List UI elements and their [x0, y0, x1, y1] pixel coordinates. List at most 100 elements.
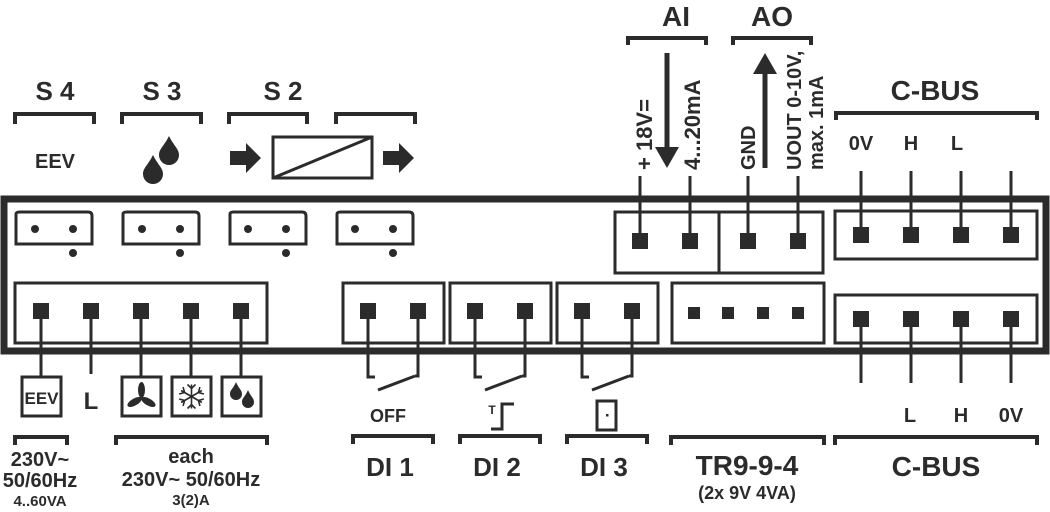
aiao-terminal-pin[interactable]	[740, 233, 756, 249]
di1-symbol-off: OFF	[370, 406, 406, 426]
arrow-down-icon	[655, 53, 679, 168]
cbus-bottom-terminal-pin[interactable]	[1003, 311, 1019, 327]
s2-bracket	[227, 112, 309, 124]
di-switch-fixed-contact	[473, 311, 482, 379]
cbus-bottom-pin-h: H	[954, 405, 968, 427]
di2-terminal-block[interactable]	[448, 281, 553, 345]
relay-terminal-pin[interactable]	[83, 303, 99, 319]
di1-bracket	[351, 434, 435, 444]
cbus-bottom-terminal-pin[interactable]	[903, 311, 919, 327]
s3-label: S 3	[142, 76, 181, 106]
cbus-bottom-terminal-pin[interactable]	[953, 311, 969, 327]
s1-bracket	[334, 112, 417, 124]
transformer-label: TR9-9-4	[696, 450, 799, 481]
cbus-bottom-label: C-BUS	[892, 451, 981, 482]
cbus-top-terminal-pin[interactable]	[953, 227, 969, 243]
door-icon	[595, 399, 618, 432]
eev-rating-frequency: 50/60Hz	[3, 470, 78, 492]
humidifier-output-icon	[220, 375, 263, 418]
relay-terminal-pin[interactable]	[33, 303, 49, 319]
di-switch-fixed-contact	[580, 311, 589, 379]
di-pins	[360, 303, 640, 319]
cbus-bottom-terminal-block[interactable]	[833, 293, 1039, 345]
ao-pin-label-max: max. 1mA	[806, 76, 828, 171]
ao-pin-label-gnd: GND	[738, 126, 760, 170]
di-switch-wire	[629, 311, 634, 378]
ao-pin-label-uout: UOUT 0-10V,	[784, 51, 806, 170]
each-rating-label: each	[168, 446, 214, 468]
di3-terminal-block[interactable]	[555, 281, 660, 345]
transformer-terminal-pin[interactable]	[792, 307, 804, 319]
cbus-top-terminal-block[interactable]	[833, 209, 1039, 261]
aiao-pins	[632, 176, 806, 249]
relay-terminal-pin[interactable]	[133, 303, 149, 319]
snowflake-icon	[170, 375, 213, 418]
flow-arrow-box-icon	[230, 135, 414, 180]
di-switch-wire	[415, 311, 420, 378]
relay-terminal-pin[interactable]	[183, 303, 199, 319]
sensor-connector-s1[interactable]	[335, 210, 415, 257]
di1-label: DI 1	[366, 452, 414, 482]
each-rating-voltage: 230V~ 50/60Hz	[122, 469, 260, 491]
line-output-label: L	[84, 388, 99, 415]
di-switch-fixed-contact	[366, 311, 375, 379]
aiao-terminal-pin[interactable]	[682, 233, 698, 249]
transformer-terminal-pin[interactable]	[757, 307, 769, 319]
each-rating-current: 3(2)A	[172, 492, 210, 509]
cbus-bottom-bracket	[833, 435, 1039, 445]
cbus-top-bracket	[834, 111, 1039, 120]
di2-bracket	[458, 434, 542, 444]
cbus-pins	[853, 171, 1019, 383]
transformer-terminal-pin[interactable]	[688, 307, 700, 319]
ai-terminal-block[interactable]	[613, 210, 721, 275]
s3-bracket	[120, 112, 203, 124]
aiao-terminal-pin[interactable]	[790, 233, 806, 249]
eev-rating-bracket	[13, 435, 69, 445]
ai-bracket	[626, 36, 708, 45]
ai-label: AI	[662, 1, 690, 32]
sensor-connector-s3[interactable]	[121, 210, 201, 257]
di-switch-wire	[522, 311, 527, 378]
s2-label: S 2	[263, 76, 302, 106]
eev-sensor-label: EEV	[35, 151, 76, 173]
s4-bracket	[13, 112, 96, 124]
cbus-bottom-terminal-pin[interactable]	[853, 311, 869, 327]
sensor-connector-s2[interactable]	[228, 210, 308, 257]
svg-text:T: T	[488, 403, 496, 417]
cbus-top-pin-0v: 0V	[849, 133, 874, 155]
di-switches	[366, 311, 634, 392]
cbus-top-terminal-pin[interactable]	[903, 227, 919, 243]
eev-output-label: EEV	[24, 389, 59, 408]
ai-pin-label-18v: + 18V=	[632, 99, 657, 170]
tr-bracket	[669, 435, 826, 445]
eev-rating-power: 4..60VA	[13, 493, 66, 510]
each-rating-bracket	[114, 435, 269, 445]
cbus-top-pin-h: H	[904, 133, 918, 155]
aiao-terminal-pin[interactable]	[632, 233, 648, 249]
di1-terminal-block[interactable]	[341, 281, 446, 345]
ao-label: AO	[751, 1, 793, 32]
transformer-terminal-pin[interactable]	[722, 307, 734, 319]
cbus-bottom-pin-0v: 0V	[999, 405, 1024, 427]
di-switch-blade	[377, 374, 416, 392]
relay-terminal-pin[interactable]	[233, 303, 249, 319]
sensor-connector-s4[interactable]	[14, 210, 94, 257]
pulse-step-icon: T	[488, 402, 514, 431]
cbus-top-pin-l: L	[951, 133, 963, 155]
ao-terminal-block[interactable]	[717, 210, 825, 275]
transformer-terminal-block[interactable]	[670, 281, 826, 345]
tr-pins	[688, 307, 804, 319]
relay-pins	[33, 303, 249, 377]
di-switch-blade	[484, 374, 523, 392]
cbus-top-terminal-pin[interactable]	[1003, 227, 1019, 243]
arrow-up-icon	[753, 53, 777, 168]
eev-output-box	[20, 375, 63, 418]
cbus-top-label: C-BUS	[891, 75, 980, 106]
ao-bracket	[731, 36, 813, 45]
arrow-right-icon	[383, 143, 414, 173]
di3-bracket	[565, 434, 649, 444]
cbus-top-terminal-pin[interactable]	[853, 227, 869, 243]
s4-label: S 4	[35, 76, 75, 106]
fan-icon	[120, 375, 163, 418]
